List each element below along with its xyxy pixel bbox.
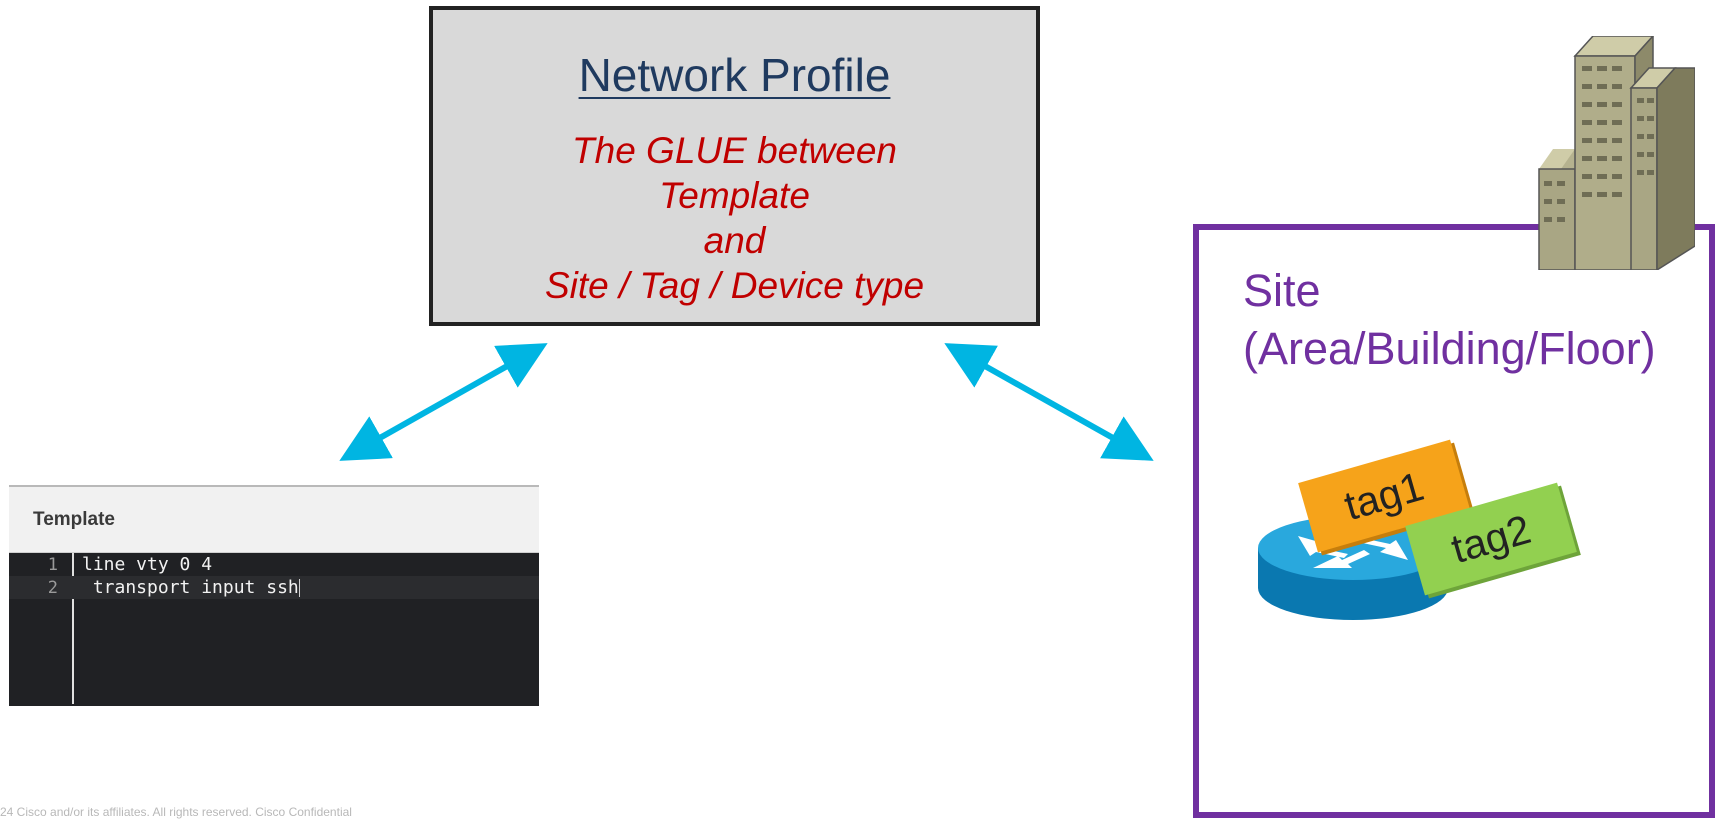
site-label-title: Site xyxy=(1243,265,1321,316)
code-text[interactable]: line vty 0 4 xyxy=(82,554,213,575)
glue-line-4: Site / Tag / Device type xyxy=(544,265,925,306)
network-profile-title: Network Profile xyxy=(578,49,891,101)
building-icon xyxy=(1538,36,1695,270)
code-editor[interactable]: 1 line vty 0 4 2 transport input ssh xyxy=(9,553,539,704)
text-cursor xyxy=(298,578,300,597)
network-profile-description: The GLUE between Template and Site / Tag… xyxy=(433,128,1036,308)
footer-copyright: 24 Cisco and/or its affiliates. All righ… xyxy=(0,805,352,819)
router-icon xyxy=(1258,516,1448,620)
arrow-template-to-profile xyxy=(339,343,548,461)
code-text[interactable]: transport input ssh xyxy=(82,577,299,598)
network-profile-box: Network Profile The GLUE between Templat… xyxy=(429,6,1040,326)
site-label: Site (Area/Building/Floor) xyxy=(1243,262,1656,378)
line-number-gutter xyxy=(9,553,74,704)
glue-line-1: The GLUE between xyxy=(572,130,897,171)
code-line[interactable]: 1 line vty 0 4 xyxy=(9,553,539,576)
template-editor: Template 1 line vty 0 4 2 transport inpu… xyxy=(9,485,539,706)
site-label-subtitle: (Area/Building/Floor) xyxy=(1243,323,1656,374)
line-number: 2 xyxy=(47,577,58,598)
template-header: Template xyxy=(9,487,539,553)
template-title: Template xyxy=(33,508,116,530)
glue-line-3: and xyxy=(703,220,766,261)
code-line-active[interactable]: 2 transport input ssh xyxy=(9,576,539,599)
arrow-profile-to-site xyxy=(944,343,1154,461)
line-number: 1 xyxy=(47,554,58,575)
glue-line-2: Template xyxy=(659,175,810,216)
